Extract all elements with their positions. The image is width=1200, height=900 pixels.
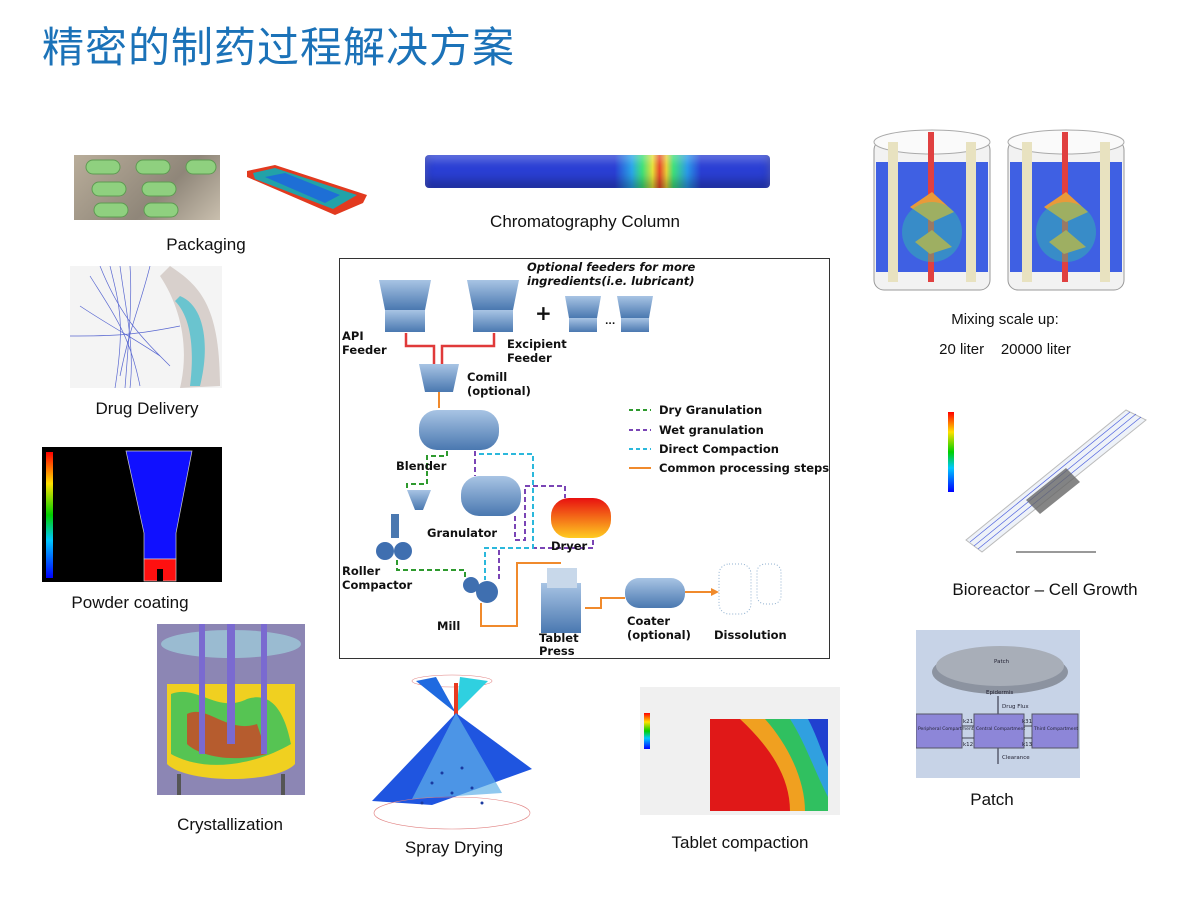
dissolution-icon — [718, 563, 782, 615]
mill-icon — [463, 577, 479, 593]
api-feeder-label: API — [342, 329, 364, 343]
caption-tablet-compaction: Tablet compaction — [671, 833, 809, 852]
colorbar — [46, 452, 53, 578]
caption-drug-delivery: Drug Delivery — [95, 399, 199, 418]
k12-label: k12 — [963, 742, 973, 748]
coater-label: Coater — [627, 614, 670, 628]
tablet-press-label-2: Press — [539, 644, 575, 658]
granulator-label: Granulator — [427, 526, 497, 540]
optional-note-2: ingredients(i.e. lubricant) — [527, 274, 695, 288]
legend-wet-granulation: Wet granulation — [659, 423, 764, 437]
legend-common-steps: Common processing steps — [659, 461, 829, 475]
k13-label: k13 — [1022, 742, 1033, 748]
granulator-icon — [461, 476, 521, 516]
dryer-icon — [551, 498, 611, 538]
dissolution-label: Dissolution — [714, 628, 787, 642]
caption-patch: Patch — [970, 790, 1014, 809]
mixing-tank-small — [873, 129, 991, 291]
coater-label-2: (optional) — [627, 628, 691, 642]
tablet-press-icon — [541, 583, 581, 633]
coater-icon — [625, 578, 685, 608]
blister-pills — [85, 159, 217, 218]
process-flow-diagram: Optional feeders for more ingredients(i.… — [339, 258, 830, 659]
comill-label-2: (optional) — [467, 384, 531, 398]
bioreactor-image — [946, 400, 1156, 560]
mixing-tank-large — [1007, 129, 1125, 291]
mixing-tanks-image — [873, 129, 1125, 291]
crystallization-image — [157, 624, 305, 795]
legend — [629, 409, 651, 469]
colorbar — [644, 713, 650, 749]
optional-note-1: Optional feeders for more — [527, 260, 696, 274]
patch-diagram: Patch Epidermis Drug Flux Peripheral Com… — [916, 630, 1080, 778]
caption-bioreactor: Bioreactor – Cell Growth — [952, 580, 1138, 599]
peripheral-compartment-label: Peripheral Compartment — [918, 726, 974, 732]
caption-crystallization: Crystallization — [177, 815, 283, 834]
comill-label: Comill — [467, 370, 507, 384]
packaging-blister-image — [74, 155, 220, 220]
legend-direct-compaction: Direct Compaction — [659, 442, 779, 456]
packaging-tray-image — [247, 165, 367, 215]
api-feeder-label-2: Feeder — [342, 343, 387, 357]
drug-delivery-image — [70, 266, 222, 388]
feeder-icons — [379, 280, 653, 392]
blender-label: Blender — [396, 459, 447, 473]
roller-compactor-label-2: Compactor — [342, 578, 413, 592]
caption-mixing-2: 20 liter 20000 liter — [939, 341, 1071, 358]
blender-icon — [419, 410, 499, 450]
plus-sign: + — [535, 301, 552, 325]
dryer-label: Dryer — [551, 539, 588, 553]
roller-compactor-label: Roller — [342, 564, 380, 578]
spray-drying-image — [372, 674, 532, 830]
powder-coating-image — [42, 447, 222, 582]
cell-scaffold — [1026, 468, 1080, 514]
excipient-feeder-label-2: Feeder — [507, 351, 552, 365]
central-compartment-label: Central Compartment — [976, 726, 1025, 732]
mill-label: Mill — [437, 619, 460, 633]
caption-packaging: Packaging — [166, 235, 246, 254]
tablet-compaction-image — [640, 687, 840, 815]
page-title: 精密的制药过程解决方案 — [42, 23, 516, 72]
epidermis-label: Epidermis — [986, 690, 1013, 696]
legend-dry-granulation: Dry Granulation — [659, 403, 762, 417]
drug-flux-label: Drug Flux — [1002, 704, 1029, 710]
caption-powder-coating: Powder coating — [71, 593, 189, 612]
caption-chromatography: Chromatography Column — [490, 212, 680, 231]
caption-mixing-1: Mixing scale up: — [951, 311, 1059, 328]
clearance-label: Clearance — [1002, 755, 1030, 761]
excipient-feeder-label: Excipient — [507, 337, 567, 351]
caption-spray-drying: Spray Drying — [404, 838, 504, 857]
patch-label: Patch — [994, 659, 1010, 665]
third-compartment-label: Third Compartment — [1033, 726, 1078, 732]
chromatography-column-image — [425, 155, 770, 188]
ellipsis: ... — [605, 317, 615, 327]
k31-label: k31 — [1022, 719, 1032, 725]
tablet-press-label: Tablet — [539, 631, 579, 645]
k21-label: k21 — [963, 719, 973, 725]
colorbar — [948, 412, 954, 492]
